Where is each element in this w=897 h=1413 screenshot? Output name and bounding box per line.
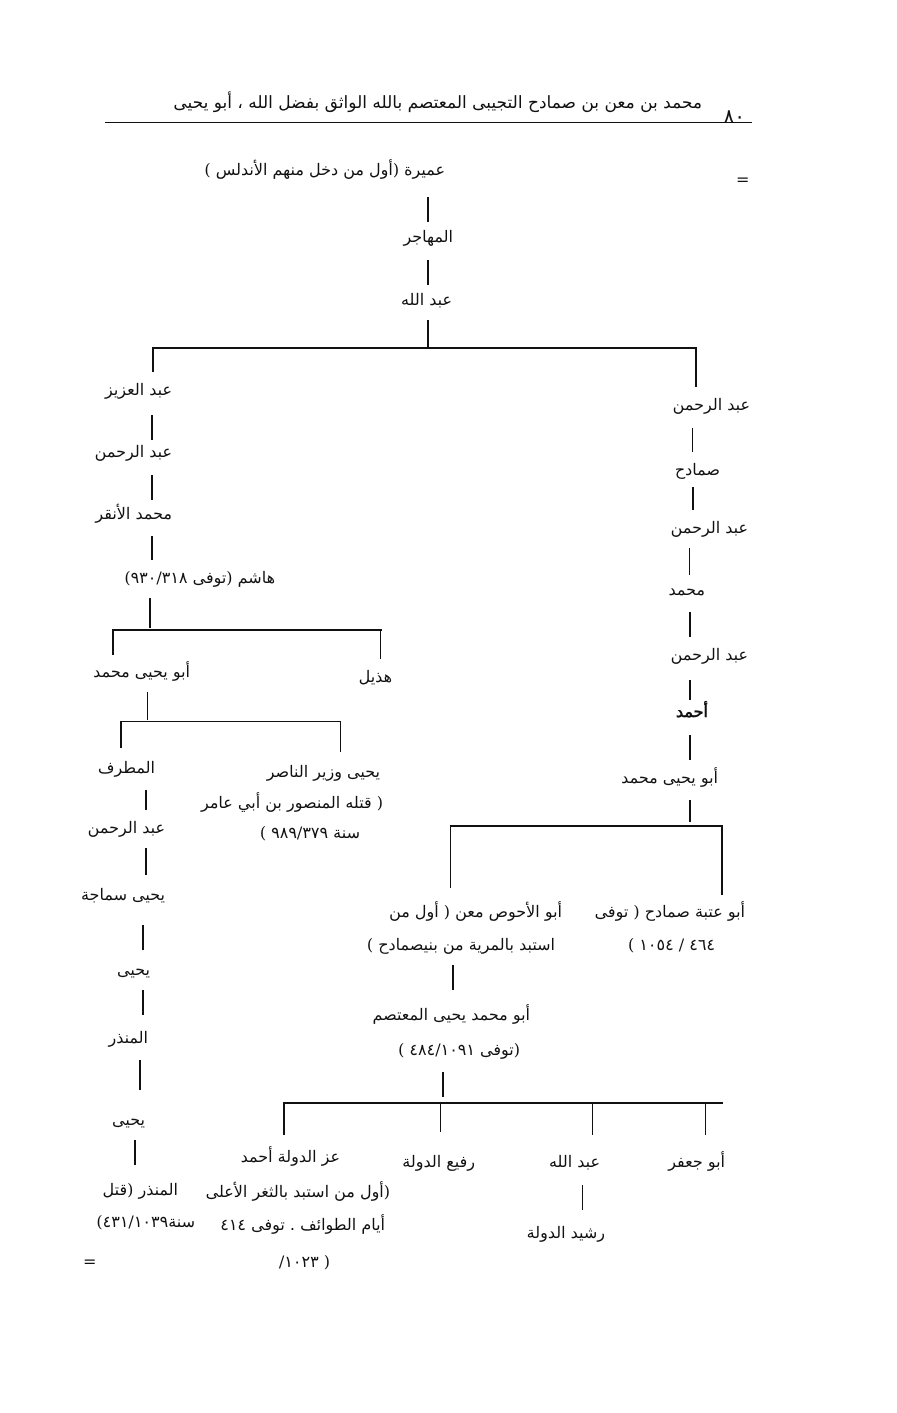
connector [440, 1102, 441, 1132]
node-hudhayl: هذيل [358, 667, 392, 686]
connector [689, 612, 691, 637]
node-r-abdallah: عبد الله [548, 1152, 600, 1171]
connector [151, 475, 153, 500]
node-muhammad-anqar: محمد الأنقر [95, 504, 172, 523]
connector [145, 790, 147, 810]
node-abu-alahwas-line1: أبو الأحوص معن ( أول من [389, 902, 562, 921]
node-yahya: يحيى [117, 960, 150, 979]
header-rule [105, 122, 752, 123]
node-izz-aldawla-line1: عز الدولة أحمد [240, 1147, 340, 1166]
node-izz-aldawla-line2: (أول من استبد بالثغر الأعلى [205, 1182, 390, 1201]
node-abu-jafar: أبو جعفر [668, 1152, 725, 1171]
node-r-abu-yahya-muhammad: أبو يحيى محمد [621, 768, 718, 787]
node-mundhir-2-line1: المنذر (قتل [102, 1180, 178, 1199]
branch-line [120, 721, 341, 722]
connector [151, 415, 153, 440]
connector [692, 428, 693, 452]
connector [340, 721, 341, 752]
connector [689, 548, 690, 575]
running-title: محمد بن معن بن صمادح التجيبى المعتصم بال… [173, 93, 702, 113]
node-abd-alrahman-2: عبد الرحمن [87, 818, 165, 837]
node-abu-utba-line1: أبو عتبة صمادح ( توفى [594, 902, 745, 921]
connector [695, 347, 697, 387]
connector [452, 965, 454, 990]
connector [134, 1140, 136, 1165]
connector [142, 925, 144, 950]
connector [442, 1072, 444, 1097]
node-abd-alrahman: عبد الرحمن [94, 442, 172, 461]
node-muhajir: المهاجر [403, 227, 453, 246]
node-rashid-aldawla: رشيد الدولة [526, 1223, 605, 1242]
continuation-mark: = [736, 170, 750, 189]
node-izz-aldawla-line3: أيام الطوائف . توفى ٤١٤ [220, 1215, 385, 1234]
connector [283, 1102, 285, 1135]
branch-line [283, 1102, 723, 1104]
node-sumadih: صمادح [674, 460, 720, 479]
node-yahya-2: يحيى [112, 1110, 145, 1129]
node-yahya-wazir-line3: سنة ٩٨٩/٣٧٩ ) [259, 823, 360, 842]
node-r-abd-alrahman-1: عبد الرحمن [672, 395, 750, 414]
connector [149, 598, 151, 628]
connector [112, 629, 114, 655]
node-abd-alaziz: عبد العزيز [104, 380, 172, 399]
node-mundhir: المنذر [108, 1028, 148, 1047]
connector [152, 347, 154, 372]
node-root: عميرة (أول من دخل منهم الأندلس ) [204, 160, 445, 179]
node-izz-aldawla-line4: ( ١٠٢٣/ [278, 1252, 330, 1271]
connector [721, 825, 723, 895]
node-abu-utba-line2: ٤٦٤ / ١٠٥٤ ) [627, 935, 715, 954]
continuation-mark-bottom: = [83, 1252, 97, 1271]
node-abdallah: عبد الله [400, 290, 452, 309]
node-yahya-wazir-line2: ( قتله المنصور بن أبي عامر [201, 793, 383, 812]
branch-line [112, 629, 382, 631]
connector [139, 1060, 141, 1090]
connector [147, 692, 148, 720]
connector [142, 990, 144, 1015]
node-mutasim-line2: (توفى ٤٨٤/١٠٩١ ) [398, 1040, 520, 1059]
node-mutarrif: المطرف [97, 758, 155, 777]
connector [592, 1102, 593, 1135]
connector [427, 260, 429, 285]
connector [380, 629, 381, 659]
connector [689, 735, 691, 760]
connector [151, 536, 153, 560]
node-yahya-wazir-line1: يحيى وزير الناصر [266, 762, 380, 781]
connector [427, 197, 429, 222]
branch-line [152, 347, 697, 349]
connector [692, 487, 694, 510]
connector [689, 800, 691, 822]
connector [427, 320, 429, 348]
page-number: ٨٠ [723, 104, 745, 128]
connector [689, 680, 691, 700]
node-mundhir-2-line2: سنة٤٣١/١٠٣٩) [96, 1212, 195, 1231]
branch-line [450, 825, 723, 827]
connector [120, 721, 122, 748]
node-mutasim-line1: أبو محمد يحيى المعتصم [372, 1005, 530, 1024]
node-hashim: هاشم (توفى ٩٣٠/٣١٨) [124, 568, 275, 587]
connector [705, 1102, 706, 1135]
node-r-abd-alrahman-3: عبد الرحمن [670, 645, 748, 664]
node-ahmad: أحمد [676, 702, 708, 721]
node-abu-yahya-muhammad-left: أبو يحيى محمد [93, 662, 190, 681]
node-yahya-samaja: يحيى سماجة [80, 885, 165, 904]
connector [450, 825, 451, 888]
node-r-muhammad: محمد [668, 580, 705, 599]
connector [145, 848, 147, 875]
connector [582, 1185, 583, 1210]
node-r-abd-alrahman-2: عبد الرحمن [670, 518, 748, 537]
node-abu-alahwas-line2: استبد بالمرية من بنيصمادح ) [366, 935, 555, 954]
node-rafi-aldawla: رفيع الدولة [402, 1152, 475, 1171]
